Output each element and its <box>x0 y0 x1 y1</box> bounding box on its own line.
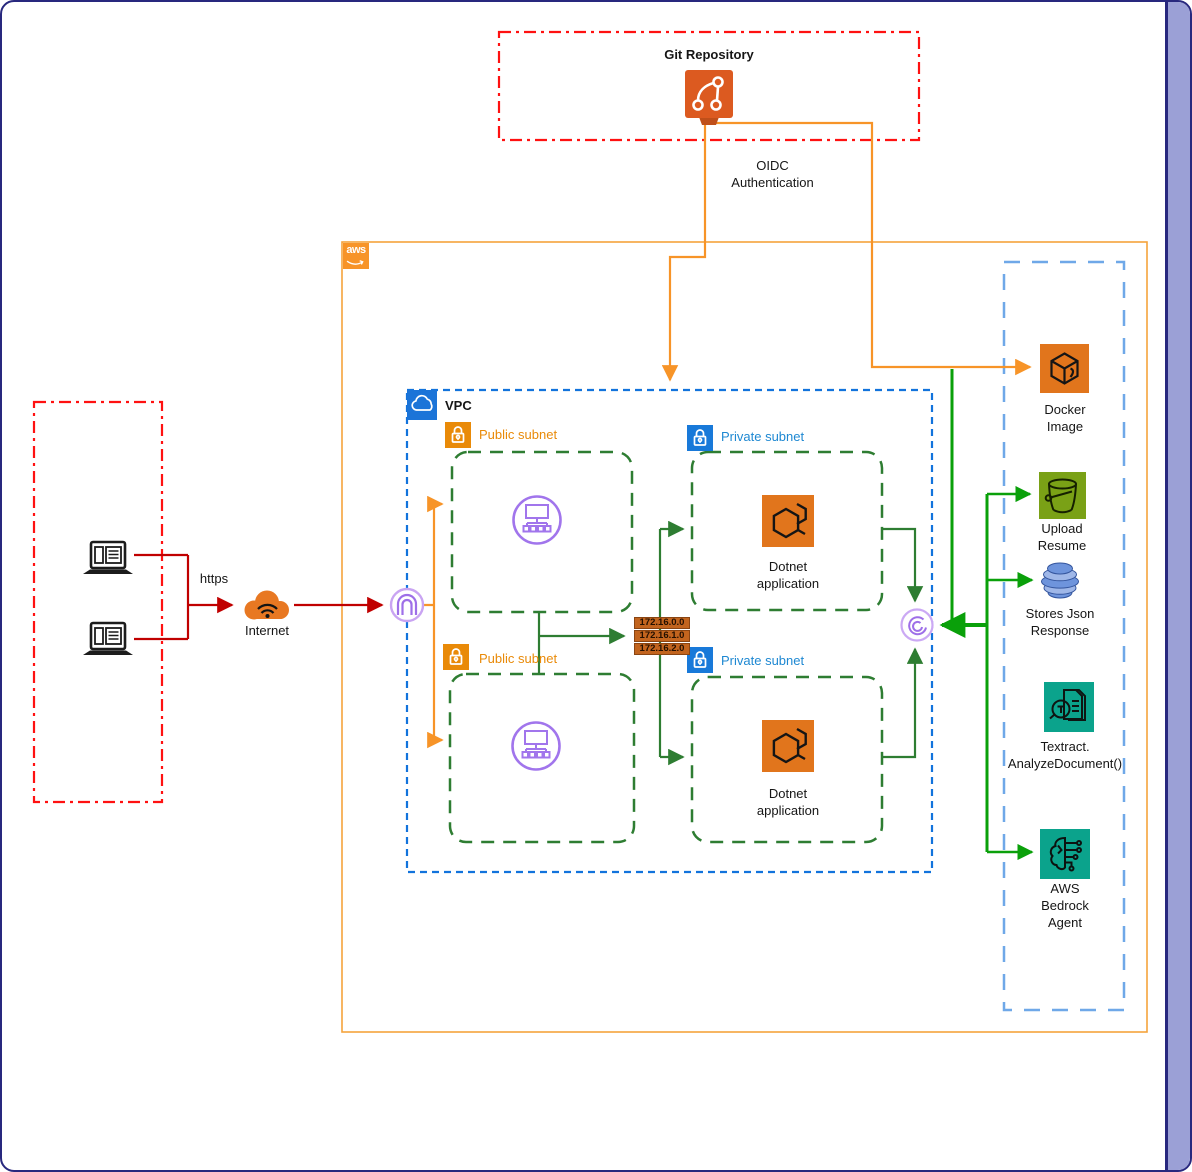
dotnet2-label: Dotnet application <box>756 786 820 818</box>
private-subnet2-label: Private subnet <box>721 653 805 668</box>
vpc-icon <box>407 390 437 420</box>
users-box <box>32 400 164 804</box>
private-subnet1-label: Private subnet <box>721 429 805 444</box>
window-edge <box>1165 2 1190 1170</box>
orange-connectors <box>423 121 1032 749</box>
bright-green-connectors <box>939 369 1034 861</box>
internet-gateway-icon <box>389 587 425 623</box>
dotnet1-label: Dotnet application <box>756 559 820 591</box>
ip-label: 172.16.0.0 <box>634 617 690 629</box>
textract-label: Textract. AnalyzeDocument() <box>1007 739 1123 771</box>
cloud-icon <box>411 394 433 411</box>
aws-cloud-box <box>341 241 1148 1033</box>
red-connectors <box>134 553 384 641</box>
internet-label: Internet <box>244 623 290 638</box>
docker-image-icon <box>1040 344 1089 393</box>
public-subnet2-label: Public subnet <box>479 651 558 666</box>
upload-resume-label: Upload Resume <box>1037 521 1087 553</box>
services-box <box>1002 260 1126 1012</box>
bedrock-agent-label: AWS Bedrock Agent <box>1041 881 1089 930</box>
vpc-endpoint-icon <box>900 608 934 642</box>
git-repository-box <box>497 30 921 142</box>
https-label: https <box>199 571 229 586</box>
public-subnet2-box <box>448 672 636 844</box>
git-repository-title: Git Repository <box>664 47 754 62</box>
docker-image-label: Docker Image <box>1044 402 1086 434</box>
oidc-line2: Authentication <box>731 175 814 190</box>
internet-cloud-icon <box>244 590 289 620</box>
laptop-icon <box>81 621 135 657</box>
ip-label: 172.16.1.0 <box>634 630 690 642</box>
oidc-line1: OIDC <box>756 158 789 173</box>
wifi-icon <box>257 603 278 614</box>
oidc-label: OIDC Authentication <box>702 157 843 191</box>
load-balancer-icon <box>512 495 562 545</box>
dotnet-app-icon <box>762 495 814 547</box>
textract-icon <box>1044 682 1094 732</box>
laptop-icon <box>81 540 135 576</box>
private-subnet1-box <box>690 450 884 612</box>
public-subnet1-box <box>450 450 634 614</box>
aws-logo: aws <box>343 243 369 269</box>
database-icon <box>1041 562 1079 599</box>
dotnet-app-icon <box>762 720 814 772</box>
private-subnet2-box <box>690 675 884 844</box>
load-balancer-icon <box>511 721 561 771</box>
s3-bucket-icon <box>1039 472 1086 519</box>
public-subnet1-label: Public subnet <box>479 427 558 442</box>
vpc-label: VPC <box>445 398 472 413</box>
public-subnet-lock-icon <box>445 422 471 448</box>
private-subnet-lock-icon <box>687 425 713 451</box>
bedrock-agent-icon <box>1040 829 1090 879</box>
public-subnet-lock-icon <box>443 644 469 670</box>
git-icon <box>685 70 733 125</box>
aws-smile-icon <box>346 260 364 265</box>
private-subnet-lock-icon <box>687 647 713 673</box>
ip-label: 172.16.2.0 <box>634 643 690 655</box>
stores-json-label: Stores Json Response <box>1025 606 1095 638</box>
